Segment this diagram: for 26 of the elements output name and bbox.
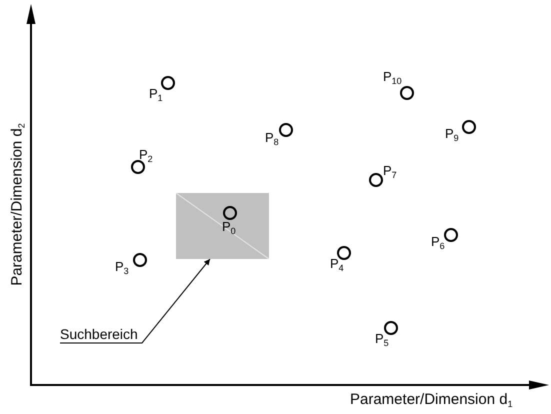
point-circle	[369, 173, 383, 187]
point-label: P$_{4}$	[330, 257, 344, 271]
point-label: P$_{9}$	[445, 127, 459, 141]
point-circle	[384, 321, 398, 335]
point-circle	[223, 206, 237, 220]
point-circle	[337, 246, 351, 260]
point-circle	[279, 123, 293, 137]
point-circle	[161, 76, 175, 90]
point-label: P$_{1}$	[149, 87, 163, 101]
point-circle	[400, 86, 414, 100]
point-label: P$_{10}$	[383, 70, 402, 84]
point-label: P$_{7}$	[383, 164, 397, 178]
point-label: P$_{2}$	[139, 148, 153, 162]
leader-line	[60, 258, 210, 344]
point-circle	[131, 160, 145, 174]
point-label: P$_{0}$	[222, 220, 236, 234]
point-circle	[462, 120, 476, 134]
point-circle	[133, 253, 147, 267]
axis-label: Parameter/Dimension d$_{1}$	[350, 391, 513, 408]
search-area	[176, 193, 269, 259]
point-label: P$_{3}$	[115, 260, 129, 274]
point-label: P$_{5}$	[375, 332, 389, 346]
point-circle	[444, 228, 458, 242]
point-label: P$_{8}$	[265, 131, 279, 145]
point-label: P$_{6}$	[431, 235, 445, 249]
callout-label: Suchbereich	[60, 326, 142, 343]
